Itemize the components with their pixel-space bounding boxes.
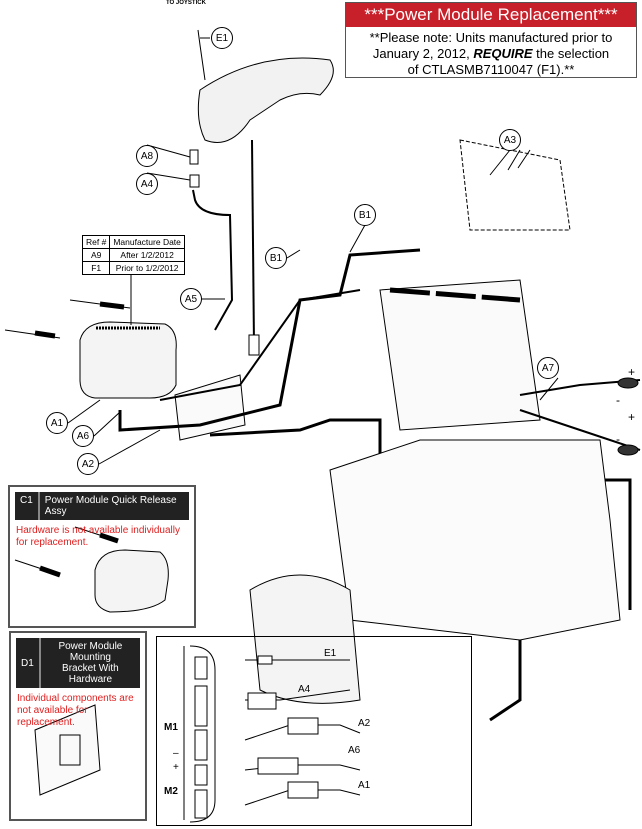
callout-a8[interactable]: A8: [136, 145, 158, 167]
inset-label-m2: M2: [164, 786, 178, 797]
d1-title-2: Bracket With Hardware: [62, 663, 119, 685]
d1-note: Individual components are not available …: [17, 693, 134, 728]
callout-a7[interactable]: A7: [537, 357, 559, 379]
notice-require: REQUIRE: [473, 46, 533, 61]
connector-inset-drawing: [183, 645, 361, 823]
callout-b1[interactable]: B1: [354, 204, 376, 226]
callout-b1-second[interactable]: B1: [265, 247, 287, 269]
callout-a5[interactable]: A5: [180, 288, 202, 310]
notice-line-2: January 2, 2012, REQUIRE the selection: [346, 46, 636, 62]
inset-label-a1: A1: [358, 780, 371, 791]
notice-body: **Please note: Units manufactured prior …: [346, 27, 636, 78]
d1-title-1: Power Module Mounting: [58, 641, 123, 663]
callout-a3[interactable]: A3: [499, 129, 521, 151]
d1-ref: D1: [21, 657, 34, 669]
terminal-plus: +: [628, 365, 636, 379]
callout-a1[interactable]: A1: [46, 412, 68, 434]
notice-line-3: of CTLASMB7110047 (F1).**: [407, 62, 575, 77]
notice-title: ***Power Module Replacement***: [346, 3, 636, 27]
cell-ref: F1: [81, 261, 111, 275]
notice-line-2c: the selection: [532, 46, 610, 61]
inset-label-minus: –: [173, 748, 179, 759]
terminal-minus-2: -: [616, 432, 620, 446]
ref-table-header: Ref #Manufacture Date: [81, 235, 185, 249]
terminal-minus: -: [616, 393, 620, 407]
cell-date: Prior to 1/2/2012: [109, 261, 185, 275]
c1-header: C1 Power Module Quick Release Assy: [15, 492, 189, 520]
inset-label-plus: +: [173, 762, 179, 773]
inset-label-a4: A4: [298, 684, 311, 695]
to-joystick-label: TO JOYSTICK: [166, 0, 206, 6]
d1-illustration: [34, 704, 101, 796]
cell-ref: A9: [81, 248, 111, 262]
inset-label-m1: M1: [164, 722, 178, 733]
connector-inset: [156, 636, 472, 826]
c1-note: Hardware is not available individually f…: [16, 525, 180, 548]
callout-a4[interactable]: A4: [136, 173, 158, 195]
inset-label-a6: A6: [348, 745, 361, 756]
cell-date: After 1/2/2012: [109, 248, 185, 262]
terminal-plus-2: +: [628, 410, 636, 424]
replacement-notice: ***Power Module Replacement*** **Please …: [345, 2, 637, 78]
callout-a6[interactable]: A6: [72, 425, 94, 447]
c1-box: C1 Power Module Quick Release Assy Hardwa…: [8, 485, 196, 628]
callout-a2[interactable]: A2: [77, 453, 99, 475]
notice-line-1: **Please note: Units manufactured prior …: [369, 30, 613, 45]
c1-title: Power Module Quick Release Assy: [37, 492, 189, 520]
inset-label-e1: E1: [324, 648, 337, 659]
notice-line-2a: January 2, 2012,: [372, 46, 474, 61]
c1-ref: C1: [20, 495, 33, 506]
header-ref: Ref #: [81, 235, 111, 249]
inset-label-a2: A2: [358, 718, 371, 729]
callout-e1[interactable]: E1: [211, 27, 233, 49]
c1-illustration: [14, 526, 169, 613]
header-date: Manufacture Date: [109, 235, 185, 249]
